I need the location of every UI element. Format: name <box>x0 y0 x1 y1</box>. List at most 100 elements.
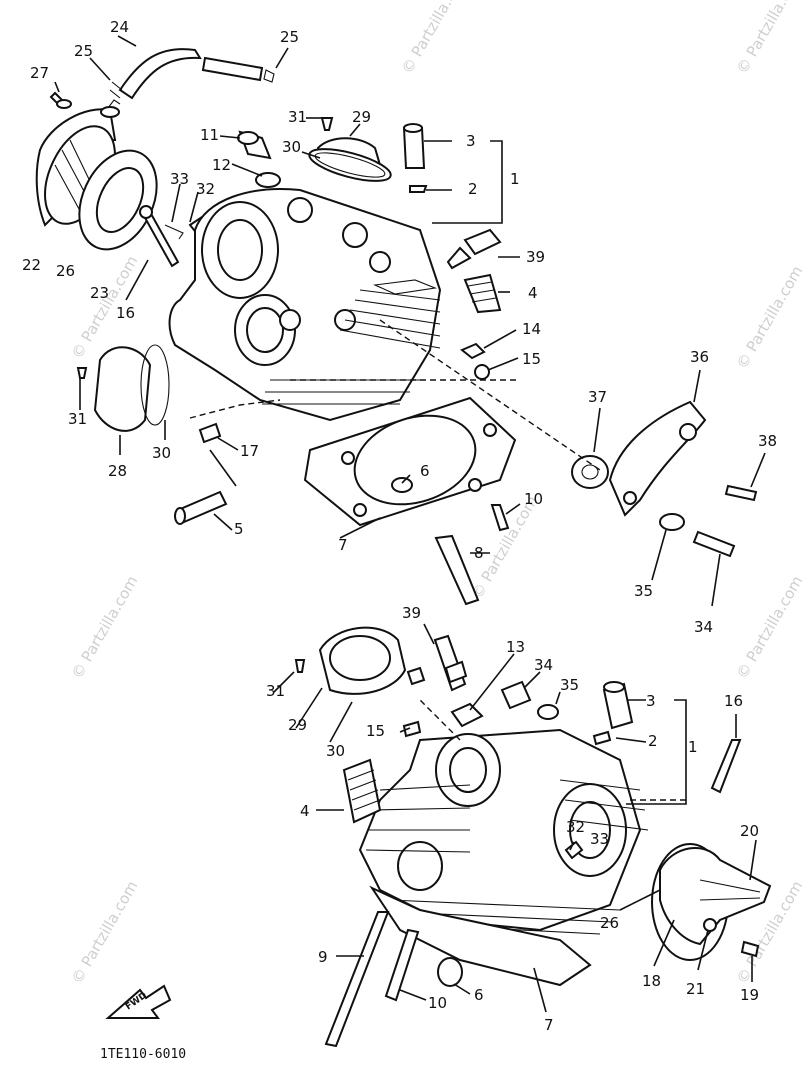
callout-35: 35 <box>634 582 653 600</box>
callout-2: 2 <box>468 180 478 198</box>
callout-15: 15 <box>522 350 541 368</box>
callout-32: 32 <box>566 818 585 836</box>
callout-25: 25 <box>280 28 299 46</box>
spark-plug-lower <box>433 634 468 692</box>
callout-29: 29 <box>352 108 371 126</box>
valve-guide-11 <box>237 130 281 188</box>
nut-13 <box>450 702 484 728</box>
watermark: © Partzilla.com <box>68 573 141 682</box>
callout-21: 21 <box>686 980 705 998</box>
watermark: © Partzilla.com <box>733 0 806 77</box>
forward-arrow-icon: FWD <box>105 984 172 1019</box>
stud-10-upper <box>490 504 510 532</box>
breather-hose <box>109 48 275 100</box>
callout-36: 36 <box>690 348 709 366</box>
dowel-6-lower <box>437 957 463 987</box>
callout-17: 17 <box>240 442 259 460</box>
callout-27: 27 <box>30 64 49 82</box>
valve-guide-3-upper <box>402 123 428 193</box>
callout-24: 24 <box>110 18 129 36</box>
callout-8: 8 <box>474 544 484 562</box>
head-gasket-upper <box>303 396 517 527</box>
engine-bracket-36 <box>608 400 707 517</box>
spring-4-upper <box>463 273 502 314</box>
bolt-head <box>139 205 153 219</box>
callout-4: 4 <box>300 802 310 820</box>
callout-34: 34 <box>694 618 713 636</box>
nut-14 <box>460 342 486 360</box>
callout-30: 30 <box>282 138 301 156</box>
washer-35-lower <box>537 704 559 720</box>
spacer-37 <box>571 455 609 489</box>
callout-16: 16 <box>116 304 135 322</box>
callout-31: 31 <box>288 108 307 126</box>
callout-18: 18 <box>642 972 661 990</box>
callout-16: 16 <box>724 692 743 710</box>
callout-5: 5 <box>234 520 244 538</box>
clip-2-lower <box>592 730 612 746</box>
callout-1: 1 <box>510 170 520 188</box>
clip-lower <box>406 666 426 686</box>
bolt-38 <box>724 484 758 502</box>
stud-10-lower <box>384 928 420 1002</box>
callout-26: 26 <box>600 914 619 932</box>
callout-10: 10 <box>428 994 447 1012</box>
callout-34: 34 <box>534 656 553 674</box>
callout-9: 9 <box>318 948 328 966</box>
callout-37: 37 <box>588 388 607 406</box>
callout-30: 30 <box>152 444 171 462</box>
stud-9 <box>324 911 390 1048</box>
leader-lines-lower <box>273 623 757 1013</box>
bolt-34-lower <box>500 680 532 710</box>
callout-10: 10 <box>524 490 543 508</box>
side-cover-lower <box>651 843 772 961</box>
callout-26: 26 <box>56 262 75 280</box>
callout-22: 22 <box>22 256 41 274</box>
callout-6: 6 <box>420 462 430 480</box>
callout-30: 30 <box>326 742 345 760</box>
callout-19: 19 <box>740 986 759 1004</box>
watermark: © Partzilla.com <box>733 263 806 372</box>
callout-labels: 24 25 25 27 31 29 30 3 1 2 11 12 33 32 2… <box>22 18 777 1034</box>
side-cover-upper <box>35 99 158 251</box>
washer-35-upper <box>659 513 685 531</box>
dowel-6-upper <box>391 477 413 493</box>
callout-39: 39 <box>526 248 545 266</box>
callout-3: 3 <box>646 692 656 710</box>
callout-14: 14 <box>522 320 541 338</box>
callout-23: 23 <box>90 284 109 302</box>
callout-2: 2 <box>648 732 658 750</box>
stud-16-lower <box>710 739 742 794</box>
callout-7: 7 <box>338 536 348 554</box>
stud-8 <box>434 534 480 606</box>
washer-15 <box>474 364 490 380</box>
callout-6: 6 <box>474 986 484 1004</box>
cylinder-head-lower <box>358 728 649 935</box>
watermark: © Partzilla.com <box>398 0 471 77</box>
callout-33: 33 <box>170 170 189 188</box>
callout-11: 11 <box>200 126 219 144</box>
callout-33: 33 <box>590 830 609 848</box>
callout-13: 13 <box>506 638 525 656</box>
callout-35: 35 <box>560 676 579 694</box>
callout-7: 7 <box>544 1016 554 1034</box>
callout-12: 12 <box>212 156 231 174</box>
document-code: 1TE110-6010 <box>100 1047 186 1062</box>
callout-32: 32 <box>196 180 215 198</box>
callout-4: 4 <box>528 284 538 302</box>
callout-31: 31 <box>68 410 87 428</box>
bolt-34-upper <box>692 530 736 558</box>
side-cover-28 <box>76 344 170 432</box>
washer-15-lower <box>402 720 422 738</box>
spark-plug-upper <box>446 228 502 270</box>
watermark: © Partzilla.com <box>733 573 806 682</box>
cylinder-head-upper <box>168 188 442 422</box>
callout-39: 39 <box>402 604 421 622</box>
callout-28: 28 <box>108 462 127 480</box>
callout-29: 29 <box>288 716 307 734</box>
leader-lines-upper <box>54 35 766 607</box>
spring-4-lower <box>342 758 382 824</box>
valve-cover-lower <box>294 626 407 695</box>
callout-3: 3 <box>466 132 476 150</box>
